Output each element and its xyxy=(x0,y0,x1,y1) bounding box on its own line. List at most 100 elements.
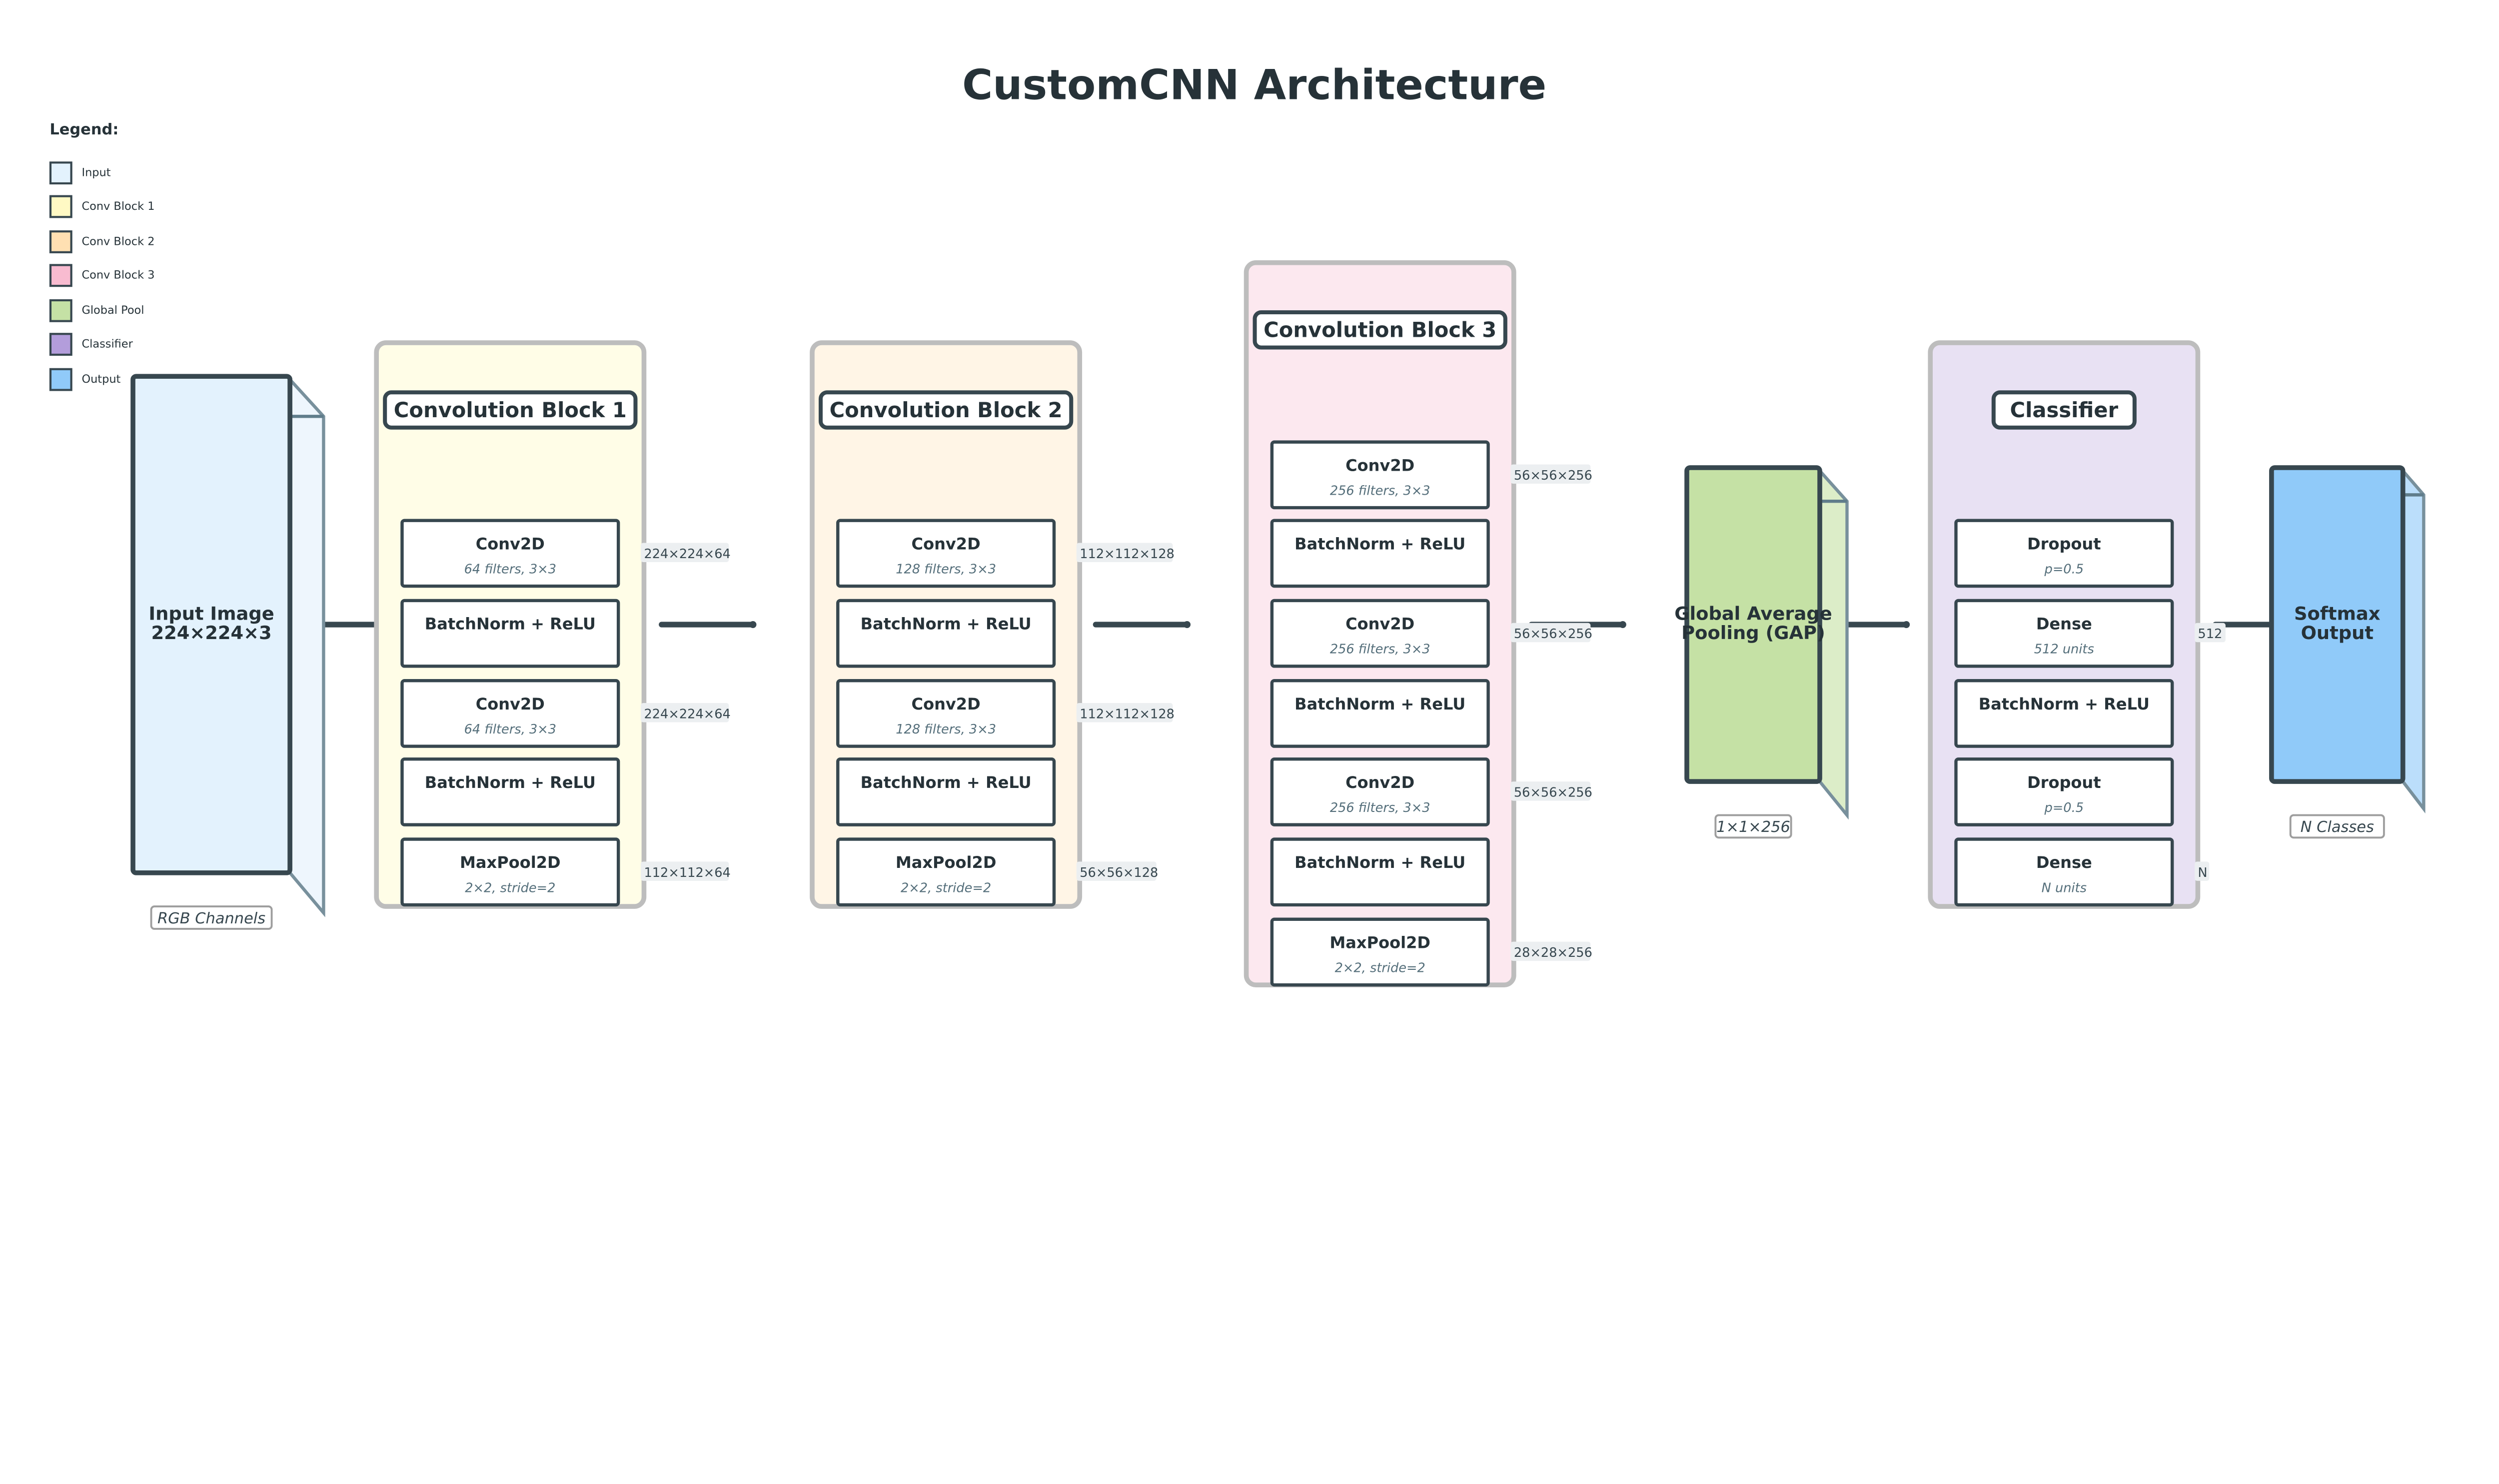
shape-label-bg xyxy=(2195,861,2210,881)
legend-item: Input xyxy=(49,161,111,185)
legend-label: Conv Block 1 xyxy=(81,200,154,213)
legend-swatch xyxy=(49,195,72,218)
layer-box xyxy=(1270,519,1490,588)
output-shape-label: 56×56×128 xyxy=(1080,865,1158,880)
layer-box xyxy=(1270,440,1490,510)
shape-label-bg xyxy=(1076,861,1157,881)
layer-params: 2×2, stride=2 xyxy=(1335,961,1425,976)
layer-box xyxy=(836,679,1056,748)
shape-label-bg xyxy=(1076,543,1173,562)
gap-label: Global Average xyxy=(1674,603,1832,624)
output-label: Softmax xyxy=(2294,603,2381,624)
output-caption-box xyxy=(2289,814,2385,839)
gap-caption-box xyxy=(1714,814,1792,839)
input-caption: RGB Channels xyxy=(157,910,265,927)
layer-name: BatchNorm + ReLU xyxy=(1979,695,2150,714)
legend-swatch xyxy=(49,299,72,322)
output-shape-label: 512 xyxy=(2198,627,2222,642)
block-title: Classifier xyxy=(2010,398,2119,422)
input-caption-box xyxy=(150,905,273,930)
legend-label: Conv Block 3 xyxy=(81,269,154,282)
layer-params: 2×2, stride=2 xyxy=(901,880,991,895)
output-front-face xyxy=(2269,465,2406,784)
legend-swatch xyxy=(49,368,72,391)
layer-name: BatchNorm + ReLU xyxy=(861,773,1032,792)
shape-label-bg xyxy=(1510,623,1591,643)
layer-params: 64 filters, 3×3 xyxy=(464,722,557,737)
layer-batchnorm-relu: BatchNorm + ReLU xyxy=(1270,837,1490,907)
shape-label-bg xyxy=(1510,781,1591,801)
legend-item: Conv Block 2 xyxy=(49,230,154,253)
block-title: Convolution Block 2 xyxy=(830,398,1063,422)
layer-name: Conv2D xyxy=(476,695,545,714)
layer-name: Conv2D xyxy=(1345,773,1414,792)
layer-box xyxy=(836,519,1056,588)
layer-box xyxy=(836,599,1056,668)
block-title-box xyxy=(1252,310,1507,350)
block-title-box xyxy=(1991,390,2137,430)
layer-name: BatchNorm + ReLU xyxy=(425,773,596,792)
shape-label-bg xyxy=(1510,464,1591,484)
layer-name: BatchNorm + ReLU xyxy=(1294,695,1465,714)
layer-params: 64 filters, 3×3 xyxy=(464,562,557,577)
shape-label-bg xyxy=(641,703,729,723)
output-shape-label: 28×28×256 xyxy=(1514,945,1592,960)
layer-params: p=0.5 xyxy=(2044,562,2084,577)
layer-params: 512 units xyxy=(2034,642,2094,657)
gap-front-face xyxy=(1684,465,1822,784)
layer-box xyxy=(400,757,620,826)
layer-box xyxy=(1954,679,2174,748)
legend-title: Legend: xyxy=(49,121,118,138)
layer-name: MaxPool2D xyxy=(460,853,561,872)
layer-batchnorm-relu: BatchNorm + ReLU xyxy=(836,757,1056,826)
gap-caption: 1×1×256 xyxy=(1716,818,1790,836)
output-shape-label: 112×112×128 xyxy=(1080,707,1175,722)
shape-label-bg xyxy=(641,861,729,881)
legend-item: Output xyxy=(49,368,121,391)
layer-batchnorm-relu: BatchNorm + ReLU xyxy=(400,757,620,826)
layer-box xyxy=(400,519,620,588)
layer-params: 2×2, stride=2 xyxy=(465,880,555,895)
legend-item: Conv Block 3 xyxy=(49,264,154,287)
layer-box xyxy=(400,599,620,668)
arrow-head xyxy=(1183,621,1191,629)
layer-name: BatchNorm + ReLU xyxy=(861,615,1032,634)
layer-box xyxy=(400,679,620,748)
block-title-box xyxy=(818,390,1074,430)
legend-label: Conv Block 2 xyxy=(81,235,154,248)
layer-name: MaxPool2D xyxy=(896,853,997,872)
layer-params: 128 filters, 3×3 xyxy=(896,562,996,577)
output-shape-label: N xyxy=(2198,865,2207,880)
legend-label: Input xyxy=(81,166,110,179)
layer-box xyxy=(1954,519,2174,588)
output-shape-label: 56×56×256 xyxy=(1514,468,1592,483)
input-front-face xyxy=(130,374,292,875)
shape-label-bg xyxy=(2195,623,2226,643)
layer-name: Conv2D xyxy=(476,534,545,553)
layer-params: N units xyxy=(2042,880,2087,895)
block-2: Convolution Block 2 Conv2D 128 filters, 3×… xyxy=(810,340,1175,909)
legend-swatch xyxy=(49,333,72,356)
output-shape-label: 224×224×64 xyxy=(644,707,730,722)
layer-name: Dropout xyxy=(2027,773,2101,792)
layer-params: 256 filters, 3×3 xyxy=(1330,483,1430,498)
shape-label-bg xyxy=(641,543,729,562)
layer-name: BatchNorm + ReLU xyxy=(1294,853,1465,872)
layer-batchnorm-relu: BatchNorm + ReLU xyxy=(836,599,1056,668)
layer-box xyxy=(1954,837,2174,907)
layer-box xyxy=(1270,837,1490,907)
layer-maxpool2d: MaxPool2D 2×2, stride=2 56×56×128 xyxy=(836,837,1158,907)
input-label: Input Image xyxy=(148,603,274,624)
legend-swatch xyxy=(49,230,72,253)
layer-name: Conv2D xyxy=(912,534,981,553)
